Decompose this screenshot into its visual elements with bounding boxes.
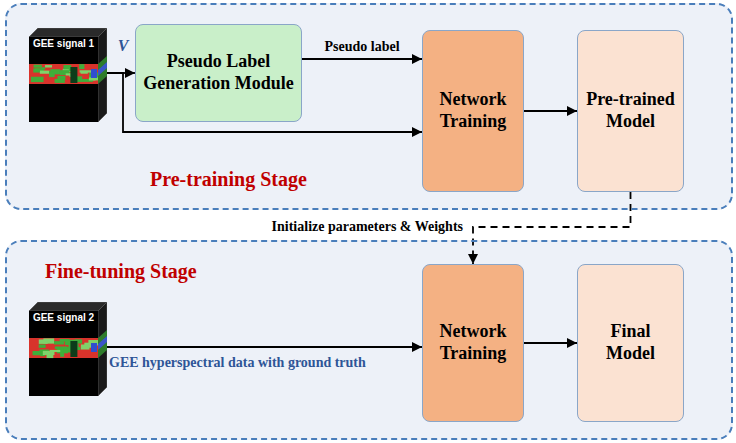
- process-box: Final Model: [577, 264, 684, 422]
- process-box: Network Training: [422, 264, 524, 422]
- edge-label: V: [118, 37, 129, 55]
- edge-label: Initialize parameters & Weights: [272, 219, 463, 235]
- process-box: Pseudo Label Generation Module: [135, 24, 302, 122]
- cube-label: GEE signal 2: [30, 312, 97, 323]
- data-cube: GEE signal 2: [29, 302, 107, 396]
- stage-region: Pre-training Stage GEE signal 1 Pseudo Lab…: [5, 3, 733, 210]
- stage-title: Fine-tuning Stage: [45, 260, 197, 283]
- process-box: Network Training: [422, 30, 524, 192]
- edge-label: GEE hyperspectral data with ground truth: [109, 355, 366, 371]
- stage-title: Pre-training Stage: [150, 168, 307, 191]
- box-label: Network Training: [429, 321, 517, 364]
- flow-arrow: [524, 342, 577, 344]
- box-label: Network Training: [429, 89, 517, 132]
- edge-label: Pseudo label: [324, 39, 399, 55]
- data-cube: GEE signal 1: [29, 28, 107, 122]
- box-label: Pseudo Label Generation Module: [142, 51, 295, 94]
- box-label: Final Model: [584, 321, 677, 364]
- flow-arrow: [302, 58, 422, 60]
- stage-fill: [5, 240, 733, 440]
- flow-arrow: [107, 346, 422, 348]
- process-box: Pre-trained Model: [577, 30, 684, 192]
- stage-fill: [5, 3, 733, 210]
- stage-region: Fine-tuning StageGEE signal 2 Network Tra…: [5, 240, 733, 440]
- dashed-arrow: [473, 192, 631, 264]
- flow-arrow: [524, 110, 577, 112]
- cube-label: GEE signal 1: [30, 38, 97, 49]
- box-label: Pre-trained Model: [584, 89, 677, 132]
